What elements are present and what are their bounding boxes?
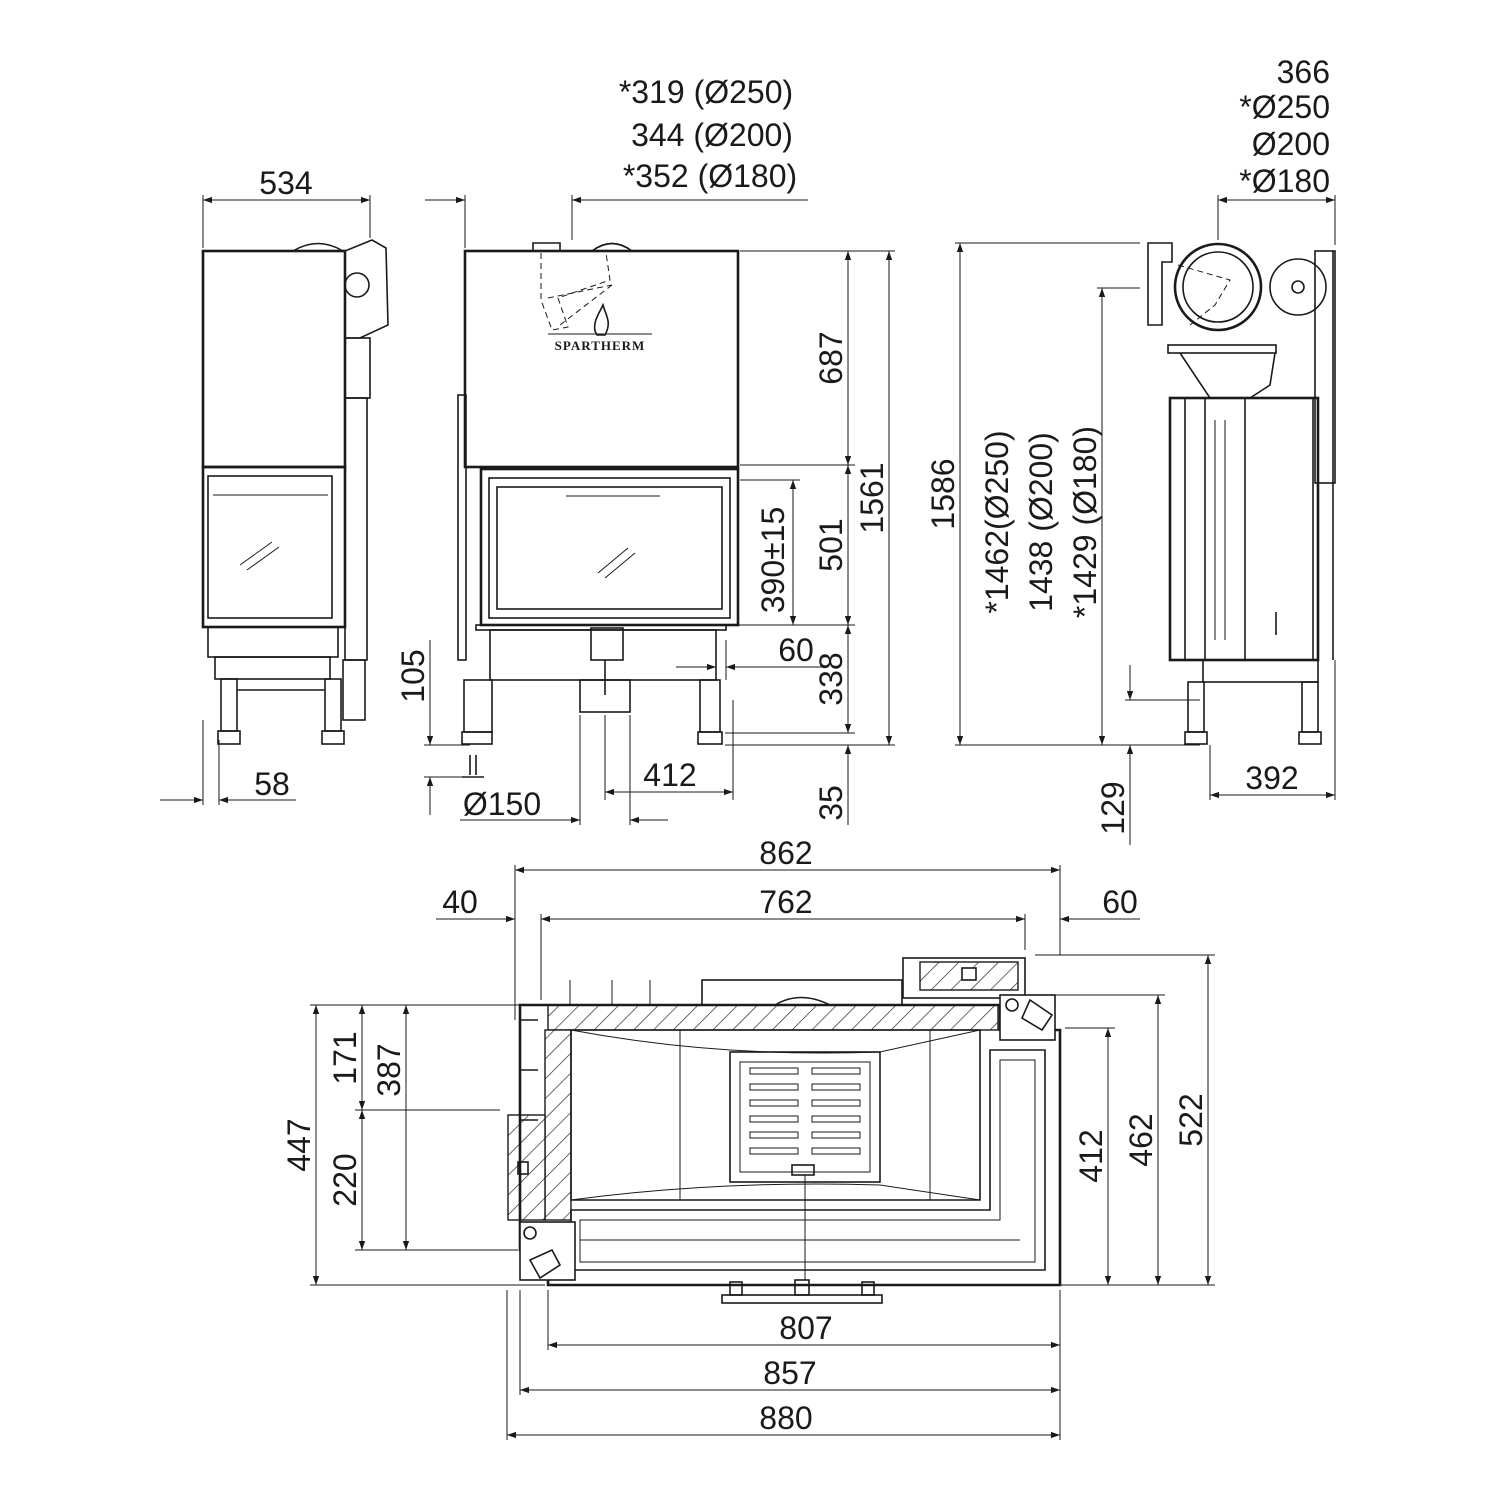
flue-offset-319: *319 (Ø250) <box>619 74 793 110</box>
plan-flue-box <box>902 957 1026 999</box>
flue-outline-dashed <box>540 252 611 331</box>
dim-1586: 1586 <box>925 458 961 529</box>
right-view: 366 *Ø250 Ø200 *Ø180 392 129 <box>1095 54 1336 845</box>
side-leg-front <box>1187 681 1205 733</box>
flue-height-1438: 1438 (Ø200) <box>1023 432 1059 612</box>
flue-diam-366: 366 <box>1277 54 1330 90</box>
plan-grate <box>729 1051 881 1183</box>
dim-534: 534 <box>259 165 312 201</box>
flue-height-1462: *1462(Ø250) <box>979 430 1015 613</box>
left-door <box>201 465 347 629</box>
flue-circle-outer <box>1173 242 1263 332</box>
front-base-frame <box>489 629 717 681</box>
dim-338: 338 <box>813 652 849 705</box>
dim-862: 862 <box>759 835 812 871</box>
left-leg-back <box>324 678 342 732</box>
flue-diam-180: *Ø180 <box>1239 163 1330 199</box>
left-upper-housing <box>201 249 347 469</box>
left-flue-outlet <box>344 239 389 339</box>
dim-412-plan: 412 <box>1073 1129 1109 1182</box>
dim-857: 857 <box>763 1355 816 1391</box>
door-handle <box>721 1294 883 1304</box>
dim-58: 58 <box>254 766 290 802</box>
front-glass <box>496 486 723 610</box>
flue-offset-344: 344 (Ø200) <box>631 117 793 153</box>
dim-60-plan: 60 <box>1102 884 1138 920</box>
dim-40: 40 <box>442 884 478 920</box>
front-leg-left <box>463 679 493 733</box>
left-wall-hatched <box>544 1029 572 1221</box>
dim-171: 171 <box>327 1031 363 1084</box>
dim-522: 522 <box>1173 1093 1209 1146</box>
dim-60-front: 60 <box>778 632 814 668</box>
plan-glass-corner <box>570 1049 1046 1271</box>
flame-logo-icon <box>593 302 610 336</box>
left-glass <box>207 475 333 619</box>
height-dims: 1586 *1462(Ø250) 1438 (Ø200) *1429 (Ø180… <box>925 242 1200 746</box>
plan-view: 862 762 40 60 447 171 220 387 412 462 52… <box>281 835 1215 1440</box>
dim-1561: 1561 <box>854 462 890 533</box>
plan-firebox <box>570 1029 981 1201</box>
front-leg-right <box>699 679 721 733</box>
dim-392: 392 <box>1245 760 1298 796</box>
dim-412-front: 412 <box>643 757 696 793</box>
side-air-circle <box>1269 258 1327 316</box>
dim-447: 447 <box>281 1118 317 1171</box>
flue-diam-250: *Ø250 <box>1239 89 1330 125</box>
dim-501: 501 <box>813 518 849 571</box>
dim-462: 462 <box>1123 1113 1159 1166</box>
dim-880: 880 <box>759 1400 812 1436</box>
brand-logo: SPARTHERM <box>555 338 646 353</box>
left-view: 534 58 <box>160 165 389 805</box>
dim-390: 390±15 <box>755 507 791 614</box>
dim-807: 807 <box>779 1310 832 1346</box>
corner-post-back <box>999 994 1056 1041</box>
front-view: SPARTHERM *319 (Ø250) 344 (Ø200) *352 (Ø… <box>395 74 895 825</box>
dim-105: 105 <box>395 649 431 702</box>
flue-height-1429: *1429 (Ø180) <box>1067 426 1103 618</box>
flue-offset-352: *352 (Ø180) <box>623 158 797 194</box>
flue-diam-200: Ø200 <box>1252 126 1330 162</box>
dim-687: 687 <box>813 331 849 384</box>
back-wall-hatched <box>547 1004 999 1031</box>
corner-post-front <box>519 1221 576 1281</box>
grate-slots <box>749 1067 861 1155</box>
left-flue-cap <box>344 272 370 298</box>
dim-o150: Ø150 <box>463 786 541 822</box>
plan-outer-frame <box>518 1003 1062 1287</box>
dim-129: 129 <box>1095 781 1131 834</box>
left-leg-front <box>220 678 238 732</box>
front-upper-housing <box>463 249 740 469</box>
dim-387: 387 <box>371 1043 407 1096</box>
side-body <box>1168 396 1320 662</box>
dim-762: 762 <box>759 884 812 920</box>
dim-220: 220 <box>327 1153 363 1206</box>
dim-35: 35 <box>813 785 849 821</box>
side-leg-back <box>1301 681 1319 733</box>
front-door <box>479 467 740 627</box>
